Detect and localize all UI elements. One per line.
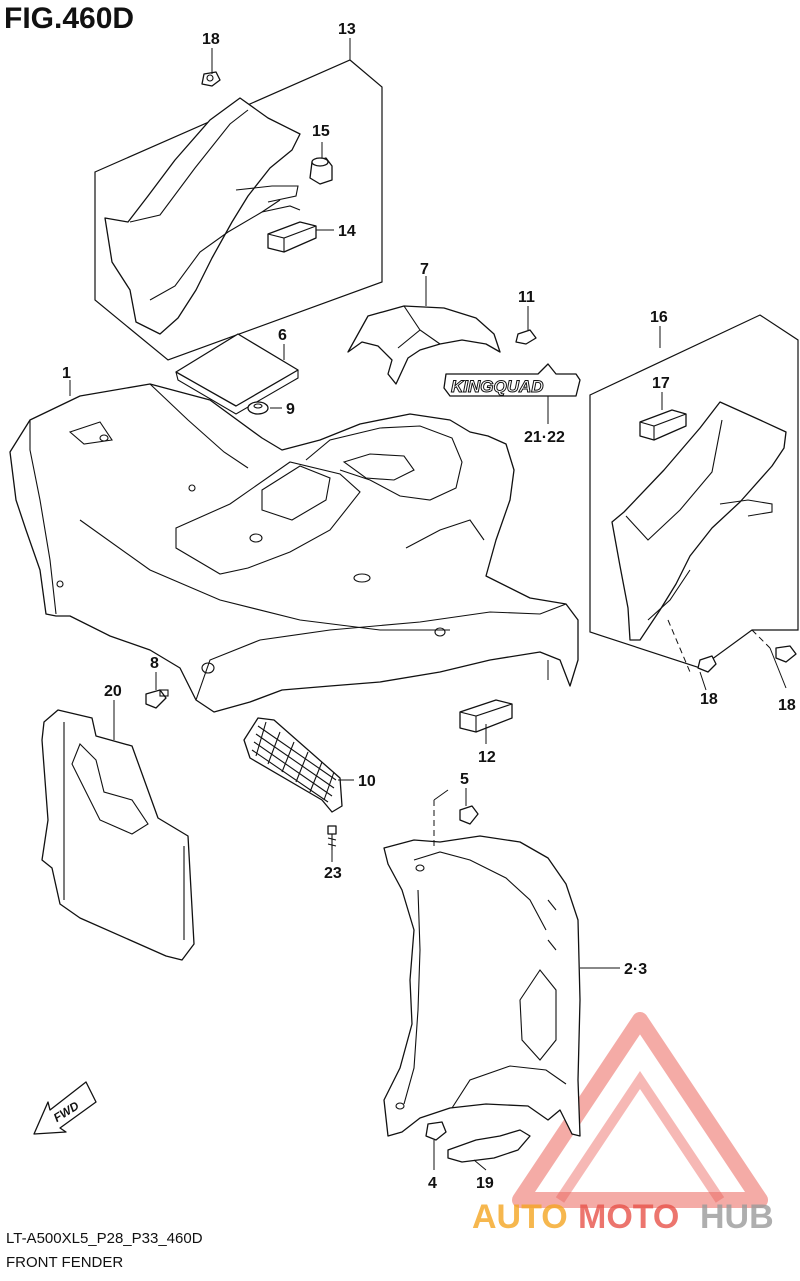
callout-18-mid: 18: [700, 691, 718, 708]
callout-17: 17: [652, 375, 670, 392]
model-code: LT-A500XL5_P28_P33_460D: [6, 1230, 203, 1247]
assembly-box-16: [589, 314, 799, 669]
callout-19: 19: [476, 1175, 494, 1192]
leader-lines: [69, 38, 787, 1171]
part-18-screw-right[interactable]: [775, 645, 797, 663]
part-2-3-inner-fender[interactable]: [383, 835, 581, 1137]
callout-numbers: 18 13 15 14 6 9 7 11 21·22 1 16 17 18 18…: [62, 21, 796, 1192]
watermark-text: AUTO MOTO HUB: [472, 1198, 774, 1236]
fwd-arrow-icon: FWD: [33, 1081, 97, 1135]
callout-12: 12: [478, 749, 496, 766]
part-18-screw-top[interactable]: [201, 71, 221, 87]
callout-18-right: 18: [778, 697, 796, 714]
callout-10: 10: [358, 773, 376, 790]
part-8-screw[interactable]: [145, 689, 169, 709]
callout-21-22: 21·22: [524, 429, 565, 446]
part-14-cushion[interactable]: [267, 221, 317, 253]
part-1-front-fender[interactable]: [9, 383, 579, 713]
watermark-moto: MOTO: [578, 1198, 679, 1236]
part-11-screw[interactable]: [515, 329, 537, 345]
figure-title: FIG.460D: [4, 2, 135, 35]
part-18-screw-mid[interactable]: [697, 655, 717, 673]
part-9-grommet[interactable]: [247, 401, 269, 415]
watermark-hub: HUB: [700, 1198, 774, 1236]
callout-15: 15: [312, 123, 330, 140]
part-15-grommet[interactable]: [309, 157, 333, 185]
part-5-screw[interactable]: [459, 805, 479, 825]
callout-5: 5: [460, 771, 469, 788]
callout-13: 13: [338, 21, 356, 38]
callout-16: 16: [650, 309, 668, 326]
part-23-screw[interactable]: [327, 825, 337, 850]
section-name: FRONT FENDER: [6, 1254, 124, 1271]
watermark-auto: AUTO: [472, 1198, 568, 1236]
part-20-guard-plate[interactable]: [41, 709, 195, 961]
callout-11: 11: [518, 289, 535, 306]
part-21-22-decal[interactable]: KINGQUAD: [443, 363, 581, 397]
part-17-cushion[interactable]: [639, 409, 687, 441]
callout-4: 4: [428, 1175, 437, 1192]
part-16-side-panel[interactable]: [611, 401, 787, 641]
decal-text: KINGQUAD: [451, 377, 544, 396]
part-4-screw[interactable]: [425, 1121, 447, 1141]
callout-23: 23: [324, 865, 342, 882]
part-6-lid[interactable]: [175, 333, 299, 415]
callout-8: 8: [150, 655, 159, 672]
callout-6: 6: [278, 327, 287, 344]
callout-14: 14: [338, 223, 356, 240]
callout-7: 7: [420, 261, 429, 278]
part-12-cushion[interactable]: [459, 699, 513, 733]
part-19-cushion[interactable]: [447, 1129, 531, 1163]
callout-1: 1: [62, 365, 71, 382]
callout-2-3: 2·3: [624, 961, 647, 978]
part-10-grille[interactable]: [243, 717, 343, 813]
callout-9: 9: [286, 401, 295, 418]
callout-20: 20: [104, 683, 122, 700]
callout-18-top: 18: [202, 31, 220, 48]
grille-mesh: [251, 721, 337, 803]
part-7-cover[interactable]: [347, 305, 501, 385]
watermark-logo-icon: [512, 1012, 768, 1208]
part-13-side-panel[interactable]: [104, 97, 301, 335]
